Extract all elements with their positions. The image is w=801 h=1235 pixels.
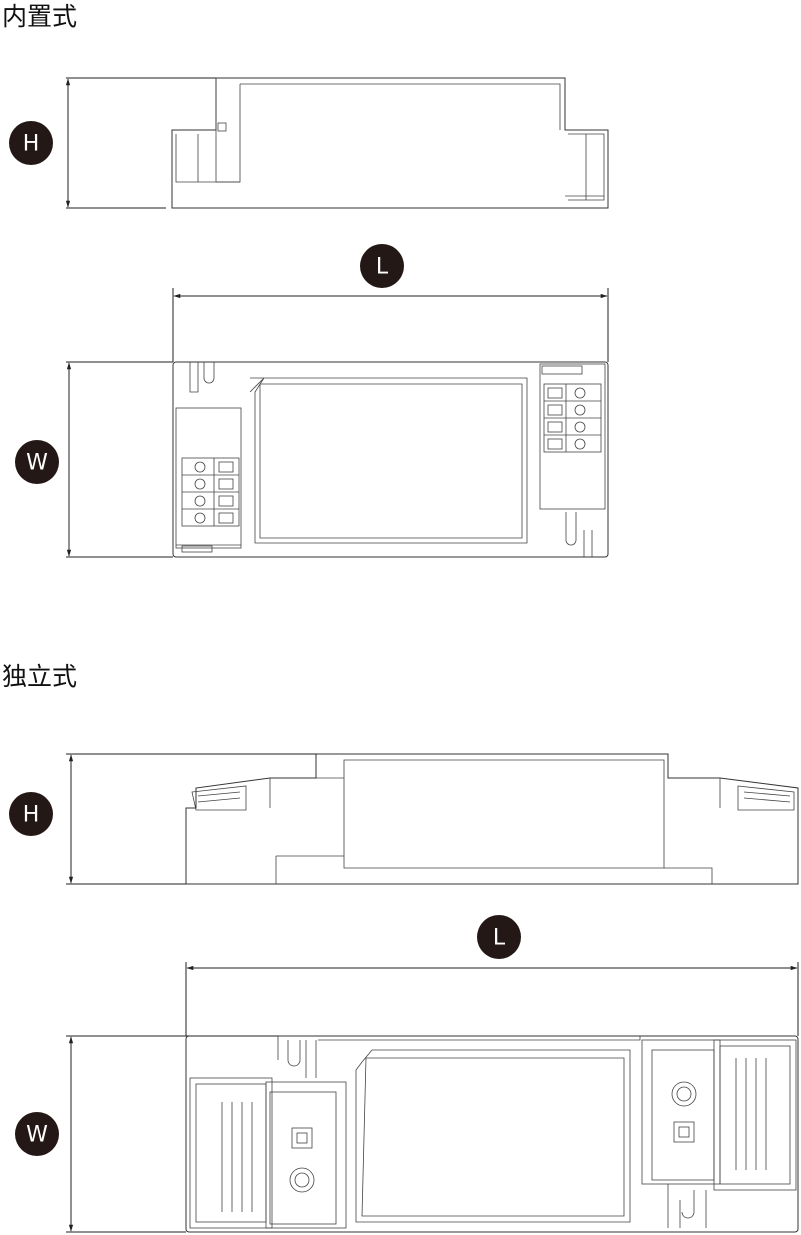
builtin-height-dimension — [65, 77, 216, 209]
builtin-top-view — [172, 361, 609, 558]
standalone-length-dimension — [185, 962, 799, 1036]
standalone-height-badge: H — [9, 792, 53, 836]
builtin-width-badge: W — [15, 440, 59, 484]
svg-text:W: W — [26, 1123, 48, 1148]
standalone-width-dimension — [66, 1035, 278, 1233]
builtin-width-dimension — [66, 361, 173, 558]
standalone-length-badge: L — [477, 915, 521, 959]
standalone-width-badge: W — [15, 1112, 59, 1156]
standalone-height-dimension — [66, 753, 316, 885]
svg-text:L: L — [493, 926, 506, 951]
builtin-side-view — [171, 77, 609, 209]
builtin-length-badge: L — [360, 244, 404, 288]
svg-text:H: H — [23, 132, 40, 157]
section-title-builtin: 内置式 — [2, 2, 78, 31]
svg-text:H: H — [23, 803, 40, 828]
svg-text:L: L — [376, 255, 389, 280]
section-title-standalone: 独立式 — [2, 662, 78, 691]
builtin-length-dimension — [172, 288, 609, 362]
standalone-side-view — [185, 753, 799, 885]
standalone-top-view — [185, 1035, 799, 1233]
builtin-height-badge: H — [9, 121, 53, 165]
svg-text:W: W — [26, 451, 48, 476]
